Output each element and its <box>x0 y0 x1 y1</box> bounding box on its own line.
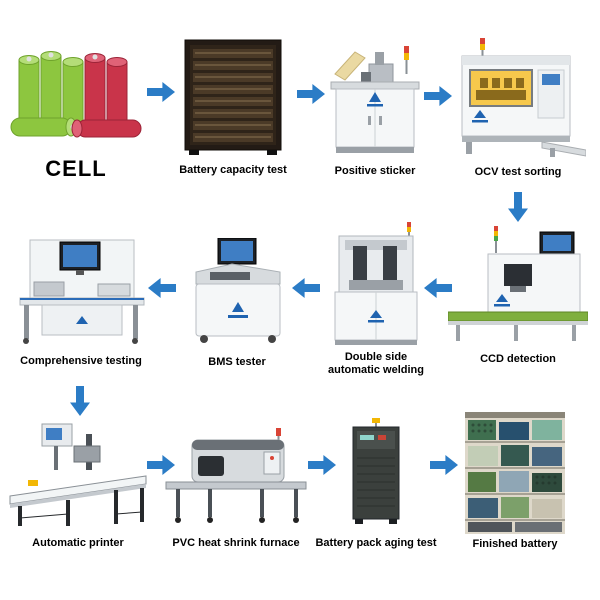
automatic-printer-machine-image <box>9 423 147 526</box>
station-bms-tester-label: BMS tester <box>208 356 266 368</box>
station-battery-pack-aging-test-label: Battery pack aging test <box>315 537 437 549</box>
cell-image <box>10 51 141 138</box>
station-comprehensive-testing-label: Comprehensive testing <box>20 355 142 367</box>
station-positive-sticker-label: Positive sticker <box>334 165 416 177</box>
battery-pack-aging-test-cabinet-image <box>352 418 400 524</box>
station-battery-capacity-test-label: Battery capacity test <box>179 164 287 176</box>
flow-arrow-down-1 <box>508 192 528 222</box>
station-ccd-detection-label: CCD detection <box>480 353 556 365</box>
pvc-heat-shrink-furnace-image <box>165 428 307 523</box>
ccd-detection-machine-image <box>448 226 588 341</box>
flow-arrow-right-1 <box>147 82 175 102</box>
station-finished-battery-label: Finished battery <box>472 538 558 550</box>
station-double-side-welding: Double side automatic welding <box>316 222 436 377</box>
ocv-test-sorting-machine-image <box>461 38 586 157</box>
station-battery-capacity-test: Battery capacity test <box>174 38 292 177</box>
double-side-welding-machine-image <box>334 222 418 345</box>
station-ccd-detection: CCD detection <box>448 226 588 366</box>
bms-tester-machine-image <box>195 238 281 343</box>
station-positive-sticker: Positive sticker <box>320 44 430 178</box>
station-cell: CELL <box>6 44 146 181</box>
station-ocv-test-sorting-label: OCV test sorting <box>474 166 562 178</box>
station-finished-battery: Finished battery <box>452 412 578 551</box>
station-double-side-welding-label-line1: Double side <box>344 351 408 363</box>
station-comprehensive-testing: Comprehensive testing <box>10 234 152 368</box>
station-pvc-heat-shrink-furnace-label: PVC heat shrink furnace <box>172 537 300 549</box>
station-double-side-welding-label-line2: automatic welding <box>328 364 424 376</box>
flow-arrow-left-3 <box>148 278 176 298</box>
station-bms-tester: BMS tester <box>178 238 296 369</box>
finished-battery-photo <box>465 412 565 534</box>
station-battery-pack-aging-test: Battery pack aging test <box>315 418 437 550</box>
station-automatic-printer: Automatic printer <box>6 418 150 550</box>
station-ocv-test-sorting: OCV test sorting <box>448 38 588 179</box>
battery-capacity-test-machine-image <box>184 39 282 155</box>
station-pvc-heat-shrink-furnace: PVC heat shrink furnace <box>162 426 310 550</box>
comprehensive-testing-machine-image <box>19 239 145 344</box>
flow-arrow-down-2 <box>70 386 90 416</box>
positive-sticker-machine-image <box>330 46 420 153</box>
station-automatic-printer-label: Automatic printer <box>32 537 124 549</box>
station-cell-label: CELL <box>45 156 107 181</box>
